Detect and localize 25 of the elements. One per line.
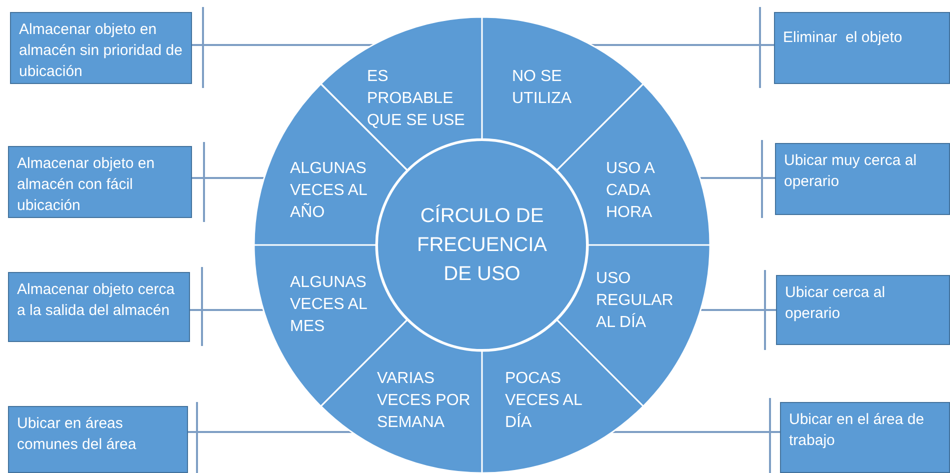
action-box: Ubicar cerca al operario bbox=[776, 275, 950, 345]
segment-label: ALGUNAS VECES AL MES bbox=[290, 273, 368, 337]
leader-line bbox=[700, 309, 776, 311]
leader-line bbox=[190, 309, 264, 311]
segment-label: USO REGULAR AL DÍA bbox=[596, 269, 674, 333]
action-box: Ubicar en el área de trabajo bbox=[780, 402, 950, 473]
segment-label: POCAS VECES AL DÍA bbox=[505, 368, 583, 433]
action-box: Eliminar el objeto bbox=[774, 12, 950, 84]
segment-label: ALGUNAS VECES AL AÑO bbox=[290, 158, 368, 223]
leader-line bbox=[591, 44, 774, 46]
segment-label: VARIAS VECES POR SEMANA bbox=[376, 368, 472, 433]
action-box: Almacenar objeto en almacén sin prioridad de ubicación bbox=[10, 12, 192, 84]
segment-label: NO SE UTILIZA bbox=[512, 67, 573, 109]
leader-line bbox=[612, 431, 780, 433]
center-title: CÍRCULO DE FRECUENCIA DE USO bbox=[416, 204, 548, 286]
leader-line bbox=[192, 44, 373, 46]
action-box: Almacenar objeto en almacén con fácil ubicación bbox=[8, 146, 192, 218]
leader-line bbox=[188, 431, 352, 433]
action-box: Ubicar en áreas comunes del área bbox=[8, 406, 188, 473]
action-box: Ubicar muy cerca al operario bbox=[775, 143, 950, 215]
action-box: Almacenar objeto cerca a la salida del almacén bbox=[8, 272, 190, 342]
leader-line bbox=[192, 177, 264, 179]
segment-label: USO A CADA HORA bbox=[606, 158, 656, 223]
leader-line bbox=[700, 177, 775, 179]
segment-label: ES PROBABLE QUE SE USE bbox=[366, 67, 466, 131]
